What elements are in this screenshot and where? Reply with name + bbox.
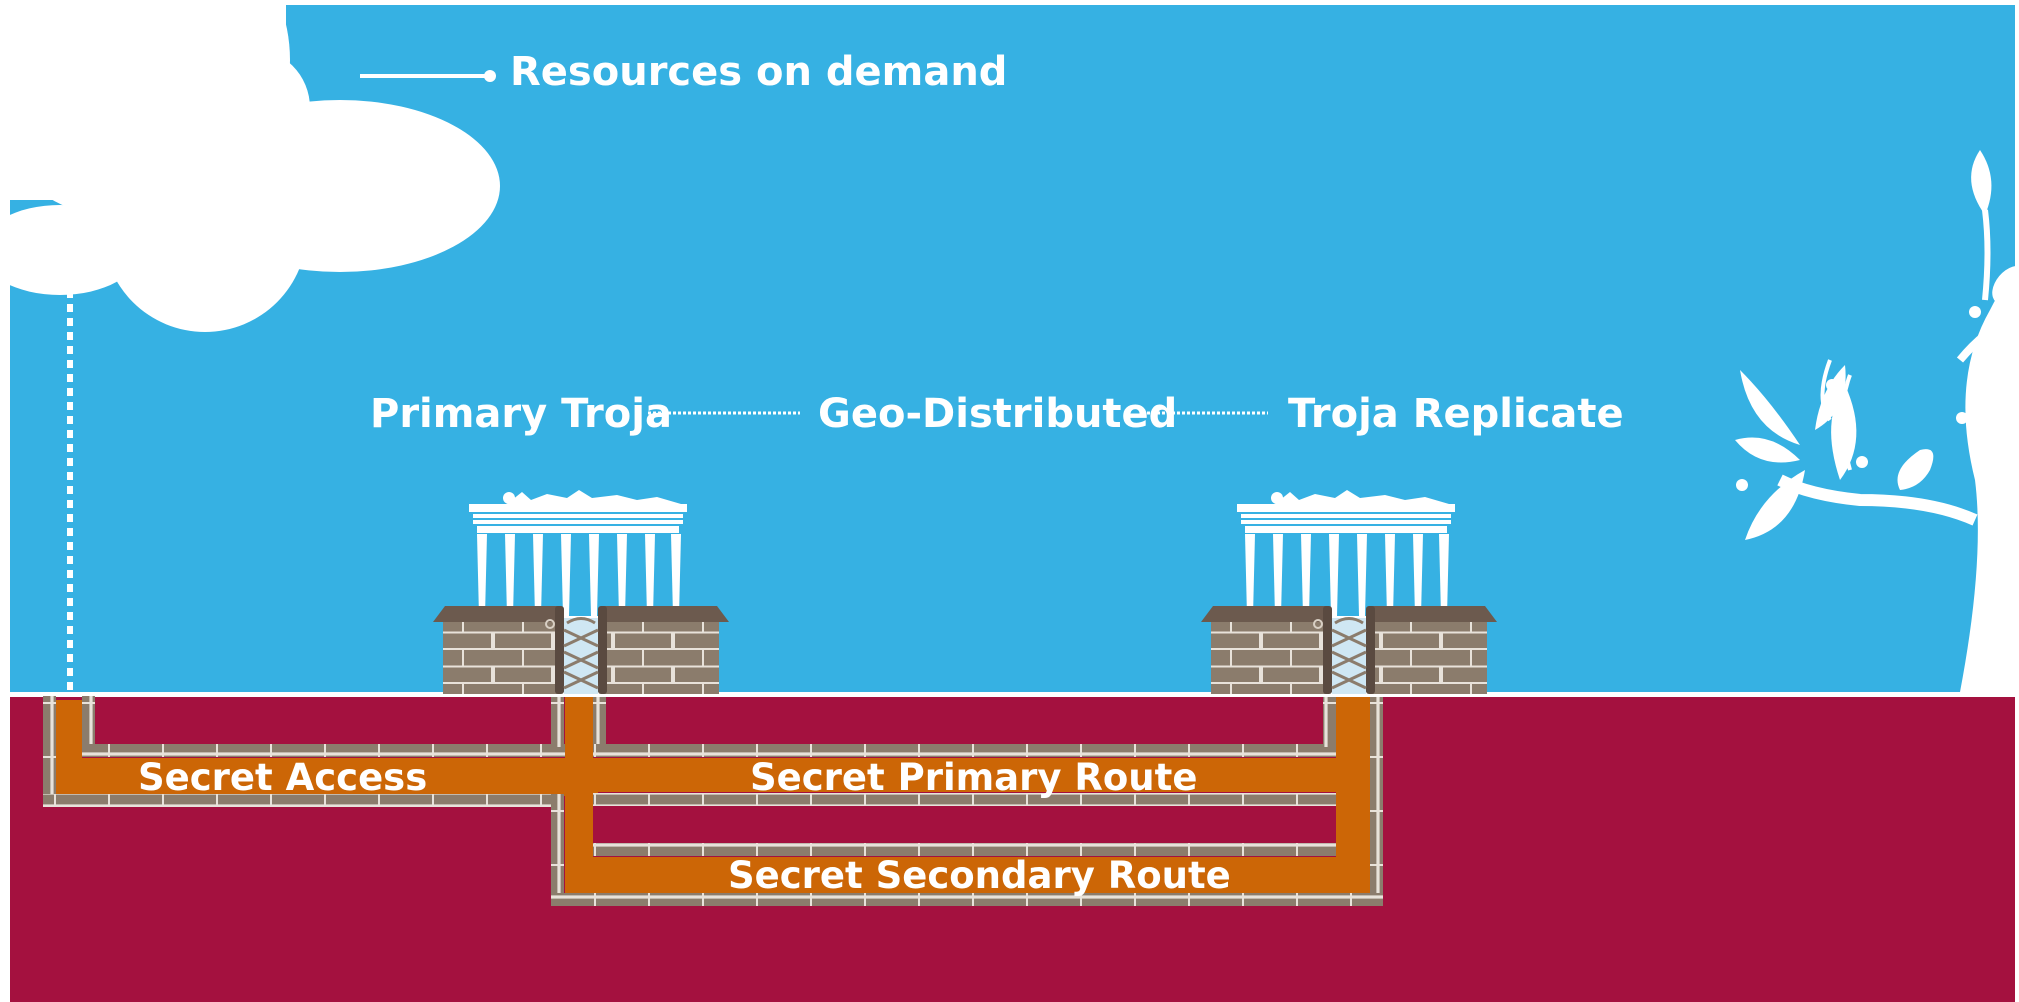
brick-wall — [593, 744, 1336, 757]
replica-site-label: Troja Replicate — [1288, 391, 1624, 437]
tunnel-network: Secret Access Secret Primary Route Secre… — [43, 696, 1383, 906]
secret-secondary-label: Secret Secondary Route — [728, 854, 1231, 897]
resources-label: Resources on demand — [510, 49, 1007, 95]
brick-wall — [551, 893, 1383, 906]
brick-wall — [551, 697, 564, 747]
brick-wall — [82, 744, 565, 757]
brick-wall — [1370, 697, 1383, 904]
brick-wall — [82, 696, 95, 752]
ground-line — [10, 692, 2015, 697]
primary-site-label: Primary Troja — [370, 391, 672, 437]
brick-wall — [593, 793, 1336, 806]
connector-dot — [484, 70, 496, 82]
secret-primary-label: Secret Primary Route — [750, 756, 1197, 799]
tunnel-access — [56, 758, 598, 796]
brick-wall — [1323, 697, 1336, 747]
tree-icon — [1735, 150, 2019, 692]
secret-access-label: Secret Access — [138, 756, 427, 799]
geo-distributed-label: Geo-Distributed — [818, 391, 1177, 437]
brick-wall — [593, 843, 1336, 856]
cloud-icon — [0, 0, 500, 332]
brick-wall — [551, 794, 564, 904]
brick-wall — [43, 794, 551, 807]
gate-icon — [431, 604, 731, 696]
brick-wall — [43, 696, 56, 804]
brick-wall — [593, 697, 606, 747]
tunnel-secondary-route — [565, 857, 1370, 893]
gate-icon — [1199, 604, 1499, 696]
tunnel-primary-route — [565, 758, 1347, 792]
